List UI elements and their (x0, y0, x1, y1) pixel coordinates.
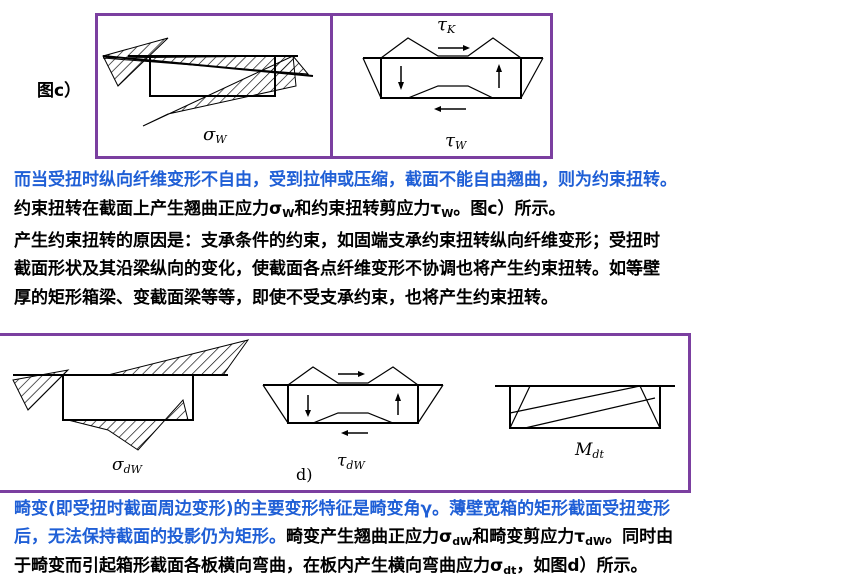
figure-c-divider (330, 13, 333, 159)
sigma-w-diagram (102, 37, 314, 127)
para3-line1: 畸变(即受扭时截面周边变形)的主要变形特征是畸变角γ。薄壁宽箱的矩形截面受扭变形 (14, 499, 671, 519)
para3-line3: 于畸变而引起箱形截面各板横向弯曲，在板内产生横向弯曲应力σdt，如图d）所示。 (14, 556, 648, 577)
m-dt-diagram (495, 385, 675, 429)
sigma-dw-label: σdW (112, 455, 142, 476)
tau-w-label: τW (445, 130, 467, 152)
figure-d-label: d) (296, 465, 313, 484)
tau-w-diagram (362, 37, 544, 112)
figure-d-frame (0, 333, 691, 493)
para2-line3: 厚的矩形箱梁、变截面梁等等，即使不受支承约束，也将产生约束扭转。 (14, 288, 558, 308)
tau-dw-label: τdW (337, 451, 365, 472)
sigma-w-label: σW (203, 124, 227, 146)
para1-line2: 约束扭转在截面上产生翘曲正应力σW和约束扭转剪应力τW。图c）所示。 (14, 199, 566, 220)
tau-k-label: τK (437, 14, 456, 36)
figure-c-frame (95, 13, 553, 159)
para1-line1: 而当受扭时纵向纤维变形不自由，受到拉伸或压缩，截面不能自由翘曲，则为约束扭转。 (14, 170, 677, 190)
sigma-dw-diagram (12, 339, 250, 451)
para2-line2: 截面形状及其沿梁纵向的变化，使截面各点纤维变形不协调也将产生约束扭转。如等壁 (14, 259, 660, 279)
figure-c-label: 图c） (37, 81, 82, 101)
para2-line1: 产生约束扭转的原因是：支承条件的约束，如固端支承约束扭转纵向纤维变形；受扭时 (14, 231, 660, 251)
m-dt-label: Mdt (575, 440, 604, 461)
para3-line2: 后，无法保持截面的投影仍为矩形。畸变产生翘曲正应力σdW和畸变剪应力τdW。同时… (14, 527, 674, 548)
tau-dw-diagram (262, 366, 444, 436)
